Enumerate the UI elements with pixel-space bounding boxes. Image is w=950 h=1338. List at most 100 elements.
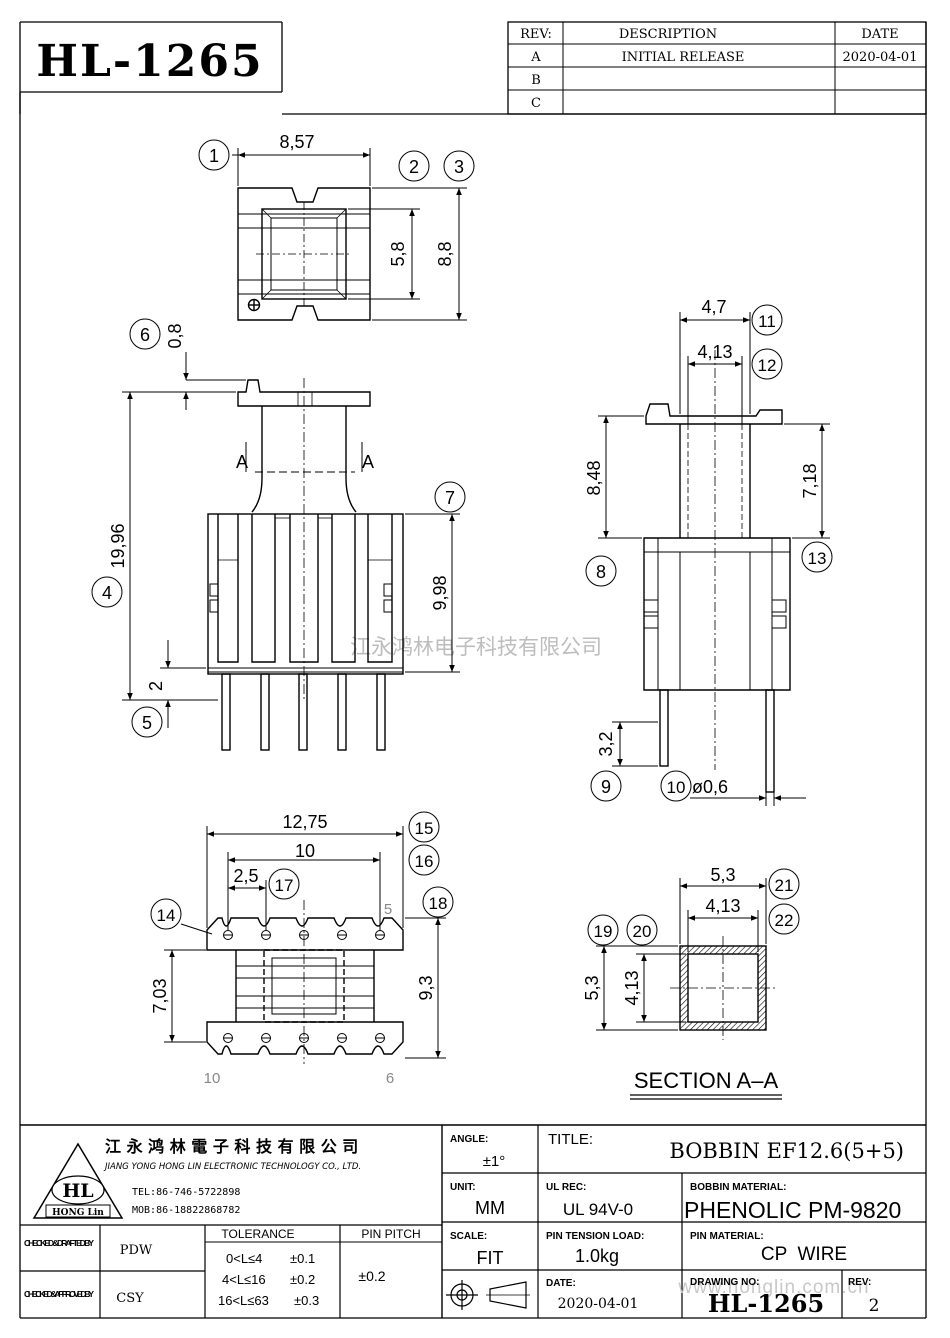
svg-text:CHECKED & APPROVED BY: CHECKED & APPROVED BY — [24, 1289, 94, 1299]
ul-label: UL REC: — [546, 1182, 586, 1193]
angle-value: ±1° — [483, 1153, 506, 1170]
svg-text:HONG Lin: HONG Lin — [52, 1208, 104, 1218]
side-view-dimensions — [598, 312, 830, 806]
dim-section-outer: 5,3 — [710, 865, 735, 885]
dim-bottom-depth: 7,03 — [150, 978, 170, 1013]
pin-material-value: CP WIRE — [761, 1244, 847, 1265]
drawing-no-value: HL-1265 — [708, 1289, 824, 1318]
svg-text:CSY: CSY — [116, 1291, 144, 1306]
callout-10: 10 — [660, 770, 692, 802]
svg-text:10: 10 — [667, 778, 686, 797]
top-view-dimensions — [232, 148, 467, 321]
callout-12: 12 — [751, 348, 783, 380]
svg-text:1: 1 — [209, 146, 219, 166]
company-logo: HL HONG Lin — [32, 1142, 124, 1219]
dim-side-pin-diameter: ø0,6 — [692, 777, 728, 797]
section-view — [670, 936, 776, 1040]
description-header: DESCRIPTION — [619, 27, 717, 42]
callout-1: 1 — [198, 139, 230, 171]
title-label: TITLE: — [548, 1131, 593, 1148]
svg-text:4: 4 — [102, 583, 112, 603]
checked-approved: CHECKED & APPROVED BY CSY — [24, 1289, 144, 1306]
svg-text:9: 9 — [601, 777, 611, 797]
svg-text:2: 2 — [409, 157, 419, 177]
dim-front-base-height: 9,98 — [430, 575, 450, 610]
callout-15: 15 — [408, 811, 440, 843]
dim-bottom-pin-pitch: 2,5 — [233, 866, 258, 886]
dim-front-total-height: 19,96 — [108, 523, 128, 568]
title-value: BOBBIN EF12.6(5+5) — [669, 1139, 904, 1163]
dim-side-inner-width: 4,13 — [697, 342, 732, 362]
pin-pitch-value: ±0.2 — [358, 1268, 385, 1284]
callout-6: 6 — [129, 318, 161, 350]
tolerance-value-1: ±0.1 — [290, 1251, 315, 1266]
date-value: 2020-04-01 — [558, 1296, 639, 1312]
svg-text:12: 12 — [758, 356, 777, 375]
callout-18: 18 — [422, 886, 454, 918]
rev-label: REV: — [848, 1277, 871, 1288]
svg-text:21: 21 — [775, 876, 794, 895]
pin-tension-value: 1.0kg — [575, 1246, 619, 1266]
callout-22: 22 — [768, 903, 800, 935]
pin-number-10: 10 — [204, 1070, 221, 1087]
svg-text:HL: HL — [62, 1180, 93, 1202]
callout-2: 2 — [398, 150, 430, 182]
tolerance-range-3: 16<L≤63 — [218, 1293, 269, 1308]
callout-9: 9 — [590, 770, 622, 802]
dim-top-inner-height: 5,8 — [388, 241, 408, 266]
date-header: DATE — [861, 27, 898, 42]
svg-text:16: 16 — [415, 852, 434, 871]
svg-text:6: 6 — [140, 325, 150, 345]
front-view — [207, 378, 404, 751]
top-view — [237, 187, 371, 321]
pin-pitch-label: PIN PITCH — [361, 1227, 420, 1241]
dim-section-inner-v: 4,13 — [622, 970, 642, 1005]
checked-drafted: CHECKED & DRAFTED BY PDW — [24, 1238, 153, 1258]
rev-header: REV: — [520, 27, 552, 42]
tolerance-value-2: ±0.2 — [290, 1272, 315, 1287]
revision-table: REV: DESCRIPTION DATE A INITIAL RELEASE … — [507, 21, 927, 115]
svg-text:19: 19 — [594, 922, 613, 941]
callout-20: 20 — [626, 914, 658, 946]
svg-text:18: 18 — [429, 894, 448, 913]
svg-text:14: 14 — [157, 906, 176, 925]
projection-symbol — [446, 1280, 530, 1310]
bottom-pins — [223, 930, 385, 1043]
dim-bottom-overall-depth: 9,3 — [416, 975, 436, 1000]
dim-section-inner: 4,13 — [705, 896, 740, 916]
dim-section-outer-v: 5,3 — [582, 975, 602, 1000]
svg-text:15: 15 — [415, 819, 434, 838]
company-name-cn: 江 永 鸿 林 電 子 科 技 有 限 公 司 — [105, 1137, 358, 1156]
ul-value: UL 94V-0 — [563, 1200, 633, 1219]
svg-text:20: 20 — [633, 922, 652, 941]
bottom-view-dimensions — [164, 826, 446, 1059]
callout-17: 17 — [268, 868, 300, 900]
rev-value: 2 — [869, 1296, 880, 1316]
rev-c: C — [531, 96, 541, 111]
callout-5: 5 — [131, 706, 163, 738]
section-title: SECTION A–A — [634, 1068, 779, 1093]
callout-7: 7 — [434, 481, 466, 513]
company-mob: MOB:86-18822868782 — [132, 1205, 240, 1216]
watermark: 江永鸿林电子科技有限公司 — [350, 635, 602, 659]
side-view — [643, 350, 791, 793]
callout-19: 19 — [587, 914, 619, 946]
unit-value: MM — [475, 1198, 505, 1218]
front-view-dimensions — [122, 352, 460, 728]
svg-text:5: 5 — [142, 713, 152, 733]
bobbin-material-label: BOBBIN MATERIAL: — [690, 1182, 786, 1193]
part-number-title: HL-1265 — [36, 36, 263, 87]
rev-b: B — [531, 73, 541, 88]
tolerance-range-2: 4<L≤16 — [222, 1272, 266, 1287]
callout-11: 11 — [751, 304, 783, 336]
dim-front-standoff: 2 — [146, 681, 166, 691]
svg-text:8: 8 — [596, 562, 606, 582]
section-view-dimensions — [596, 878, 767, 1031]
rev-a-date: 2020-04-01 — [843, 50, 918, 65]
bottom-view — [206, 900, 404, 1064]
unit-label: UNIT: — [450, 1182, 476, 1193]
callout-4: 4 — [91, 576, 123, 608]
dim-top-width: 8,57 — [279, 132, 314, 152]
website-watermark: www.honglin.com.cn — [677, 1277, 869, 1298]
